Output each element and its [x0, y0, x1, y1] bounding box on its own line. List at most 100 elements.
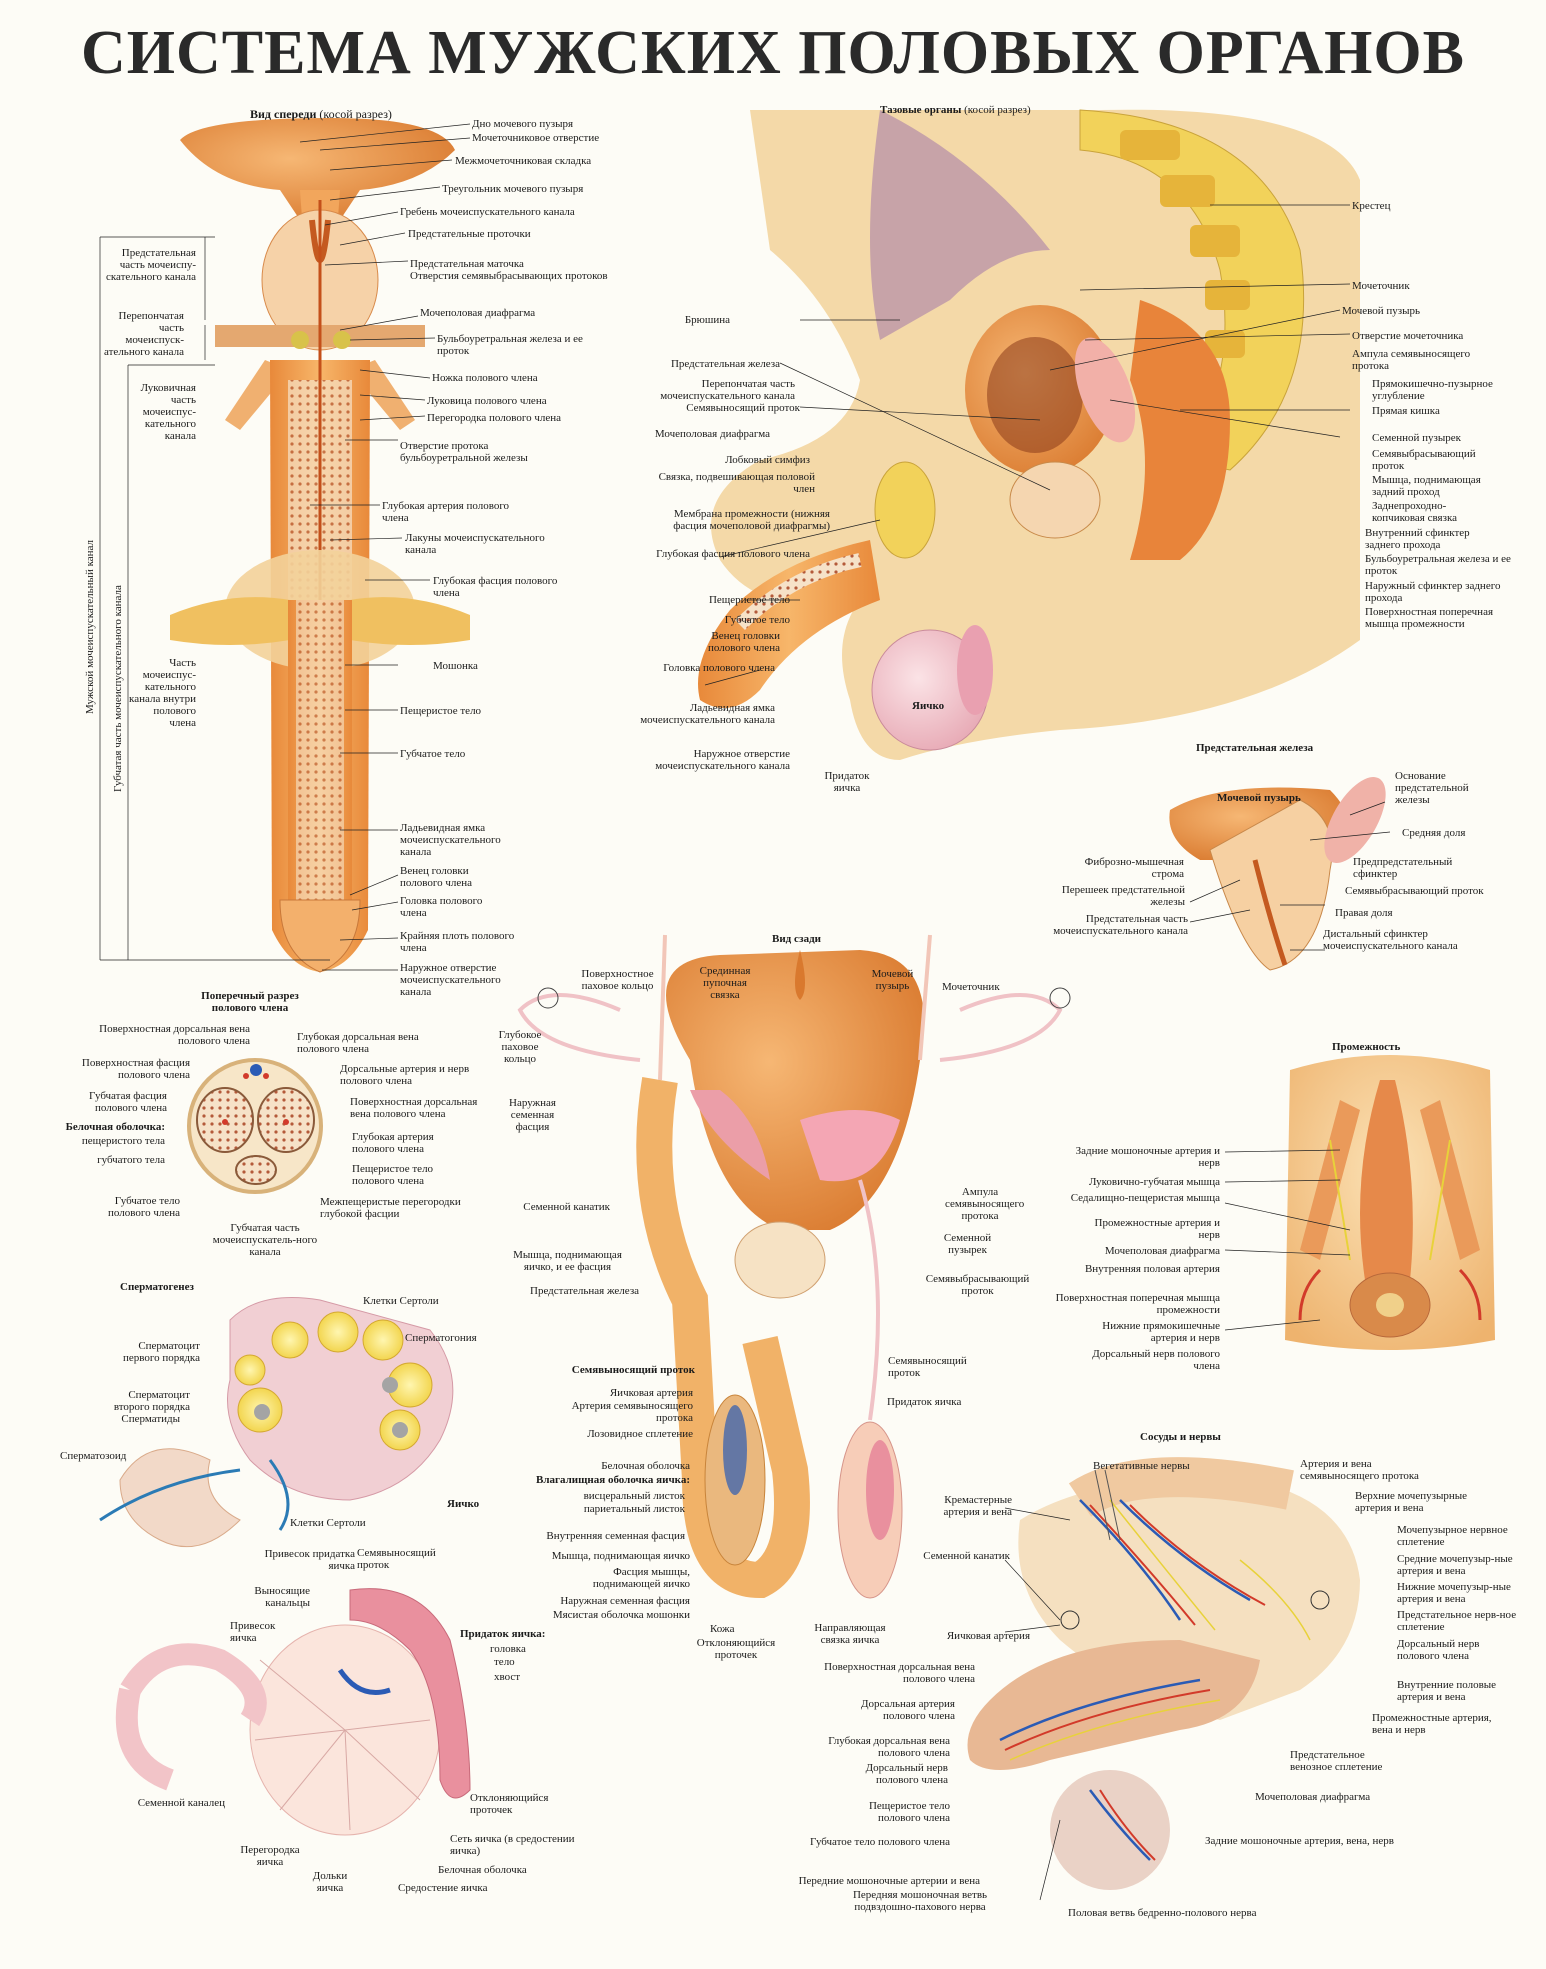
label-prostatic-urethra-prostate: Предстательная часть мочеиспускательного… [1053, 913, 1188, 937]
label-posterior-scrotal: Задние мошоночные артерия и нерв [1075, 1145, 1220, 1169]
label-urethral-lacunae: Лакуны мочеиспускательного канала [405, 532, 545, 556]
label-internal-pudendal-artery: Внутренняя половая артерия [1084, 1263, 1220, 1275]
label-corona-pelvic: Венец головки полового члена [707, 630, 780, 654]
label-spermatic-cord-back: Семенной канатик [523, 1201, 610, 1213]
label-middle-vesical: Средние мочепузыр-ные артерия и вена [1397, 1553, 1513, 1577]
label-superior-vesical: Верхние мочепузырные артерия и вена [1355, 1490, 1467, 1514]
label-front-diaphragm: Мочеполовая диафрагма [420, 307, 536, 319]
front-heading-note: (косой разрез) [319, 107, 392, 121]
label-spongy-urethra-vertical: Губчатая часть мочеиспускательного канал… [112, 585, 124, 792]
label-median-umbilical-ligament: Срединная пупочная связка [699, 965, 751, 1001]
label-vas-testis: Семявыносящий проток [357, 1547, 436, 1571]
front-view-illustration [170, 118, 470, 973]
perineum-heading: Промежность [1332, 1041, 1401, 1053]
label-external-spermatic-fascia-bottom: Наружная семенная фасция [560, 1595, 690, 1607]
label-urogenital-diaphragm-perineum: Мочеполовая диафрагма [1104, 1245, 1220, 1257]
label-vas-deferens-pelvic: Семявыносящий проток [686, 402, 800, 414]
label-ejaculatory-duct-prostate: Семявыбрасывающий проток [1345, 885, 1484, 897]
label-prostate-pelvic: Предстательная железа [670, 358, 780, 370]
cross-heading: Поперечный разрез полового члена [201, 990, 299, 1014]
label-levator-ani: Мышца, поднимающая задний проход [1372, 474, 1481, 498]
label-dorsal-nerve-vessels-left: Дорсальный нерв полового члена [865, 1762, 948, 1786]
label-inferior-rectal: Нижние прямокишечные артерия и нерв [1102, 1320, 1220, 1344]
label-external-urethral-opening-front: Наружное отверстие мочеиспускательного к… [400, 962, 501, 998]
label-prostate-base: Основание предстательной железы [1395, 770, 1469, 806]
label-deep-dorsal-vein-vessels: Глубокая дорсальная вена полового члена [828, 1735, 950, 1759]
label-urogenital-diaphragm-pelvic: Мочеполовая диафрагма [654, 428, 770, 440]
label-testis-pelvic: Яичко [912, 700, 945, 712]
label-ureter-orifice-pelvic: Отверстие мочеточника [1352, 330, 1464, 342]
label-anterior-scrotal-vessels: Передние мошоночные артерии и вена [798, 1875, 980, 1887]
label-testicular-artery-back: Яичковая артерия [609, 1387, 693, 1399]
label-tunica-albuginea-cross: Белочная оболочка: [65, 1121, 165, 1133]
label-prostatic-ductules: Предстательные проточки [408, 228, 531, 240]
label-vas-ampulla-pelvic: Ампула семявыносящего протока [1352, 348, 1471, 372]
label-scrotum: Мошонка [433, 660, 478, 672]
sperm-heading: Сперматогенез [120, 1281, 194, 1293]
label-superficial-fascia-cross: Поверхностная фасция полового члена [81, 1057, 190, 1081]
label-dartos: Мясистая оболочка мошонки [552, 1609, 690, 1621]
label-ejaculatory-duct-pelvic: Семявыбрасывающий проток [1372, 448, 1476, 472]
label-inferior-vesical: Нижние мочепузыр-ные артерия и вена [1397, 1581, 1511, 1605]
label-internal-pudendal-vessels: Внутренние половые артерия и вена [1397, 1679, 1497, 1703]
label-vas-artery-back: Артерия семявыносящего протока [571, 1400, 693, 1424]
label-appendix-epididymis: Привесок придатка яичка [264, 1548, 355, 1572]
label-testis-septum: Перегородка яичка [240, 1844, 300, 1868]
label-navicular-pelvic: Ладьевидная ямка мочеиспускательного кан… [640, 702, 775, 726]
pelvic-heading: Тазовые органы (косой разрез) [880, 104, 1031, 116]
pelvic-illustration [698, 109, 1360, 760]
label-pubic-symphysis: Лобковый симфиз [725, 454, 810, 466]
label-cremasteric-fascia: Фасция мышцы, поднимающей яичко [592, 1566, 690, 1590]
label-deep-artery-cross: Глубокая артерия полового члена [352, 1131, 434, 1155]
label-pampiniform-plexus: Лозовидное сплетение [587, 1428, 693, 1440]
label-superficial-dorsal-vein-right-cross: Поверхностная дорсальная вена полового ч… [350, 1096, 478, 1120]
label-rete-testis: Сеть яичка (в средостении яичка) [450, 1833, 575, 1857]
label-bulbourethral-gland: Бульбоуретральная железа и ее проток [437, 333, 583, 357]
spermatogenesis-illustration [99, 1297, 454, 1548]
front-heading: Вид спереди (косой разрез) [250, 107, 392, 122]
label-distal-sphincter: Дистальный сфинктер мочеиспускательного … [1323, 928, 1458, 952]
label-deep-fascia-pelvic: Глубокая фасция полового члена [656, 548, 810, 560]
label-aberrant-ductule-back: Отклоняющийся проточек [696, 1637, 776, 1661]
label-spermatogonia: Сперматогония [405, 1332, 477, 1344]
label-dorsal-artery-vessels: Дорсальная артерия полового члена [861, 1698, 955, 1722]
label-tunica-vaginalis: Влагалищная оболочка яичка: [536, 1474, 690, 1486]
label-spongy-urethra-cross: Губчатая часть мочеиспускатель-ного кана… [212, 1222, 318, 1258]
label-suspensory-ligament: Связка, подвешивающая половой член [658, 471, 815, 495]
label-ejaculatory-duct-back: Семявыбрасывающий проток [925, 1273, 1030, 1297]
label-superficial-inguinal-ring: Поверхностное паховое кольцо [581, 968, 654, 992]
label-rectum: Прямая кишка [1372, 405, 1440, 417]
label-vesical-plexus: Мочепузырное нервное сплетение [1397, 1524, 1508, 1548]
label-ureter-pelvic: Мочеточник [1352, 280, 1410, 292]
label-cavernous-front: Пещеристое тело [400, 705, 482, 717]
label-tunica-spongy-cross: губчатого тела [97, 1154, 165, 1166]
label-cremaster-fascia: Мышца, поднимающая яичко, и ее фасция [513, 1249, 622, 1273]
label-ureteric-orifice: Мочеточниковое отверстие [472, 132, 600, 144]
label-internal-anal-sphincter: Внутренний сфинктер заднего прохода [1365, 527, 1470, 551]
label-urogenital-diaphragm-vessels: Мочеполовая диафрагма [1255, 1791, 1371, 1803]
label-posterior-scrotal-vessels: Задние мошоночные артерия, вена, нерв [1205, 1835, 1394, 1847]
label-external-spermatic-fascia-top: Наружная семенная фасция [509, 1097, 556, 1133]
prostate-bladder-heading: Мочевой пузырь [1217, 792, 1301, 804]
label-right-lobe: Правая доля [1335, 907, 1393, 919]
label-prostatic-urethra: Предстательная часть мочеиспу-скательног… [105, 247, 196, 283]
label-spermatozoon: Сперматозоид [60, 1450, 127, 1462]
label-cavernous-vessels: Пещеристое тело полового члена [868, 1800, 950, 1824]
label-seminiferous-tubule: Семенной каналец [137, 1797, 225, 1809]
label-penile-urethra: Часть мочеиспус-кательного канала внутри… [129, 657, 196, 729]
label-sertoli-top: Клетки Сертоли [363, 1295, 439, 1307]
label-bulbourethral-pelvic: Бульбоуретральная железа и ее проток [1365, 553, 1511, 577]
label-superficial-transverse-perineum: Поверхностная поперечная мышца промежнос… [1055, 1292, 1220, 1316]
label-cavernous-body-cross: Пещеристое тело полового члена [352, 1163, 434, 1187]
label-vas-deferens-back-left: Семявыносящий проток [571, 1364, 695, 1376]
label-glans-pelvic: Головка полового члена [663, 662, 775, 674]
label-internal-spermatic-fascia: Внутренняя семенная фасция [546, 1530, 685, 1542]
label-superficial-transverse-pelvic: Поверхностная поперечная мышца промежнос… [1365, 606, 1494, 630]
label-efferent-ductules: Выносящие канальцы [254, 1585, 310, 1609]
label-ejaculatory-openings: Отверстия семявыбрасывающих протоков [410, 270, 608, 282]
label-spongy-fascia-cross: Губчатая фасция полового члена [89, 1090, 167, 1114]
label-bladder-back: Мочевой пузырь [871, 968, 914, 992]
label-gubernaculum: Направляющая связка яичка [814, 1622, 886, 1646]
label-sacrum: Крестец [1352, 200, 1391, 212]
label-cavernous-pelvic: Пещеристое тело [708, 594, 790, 606]
